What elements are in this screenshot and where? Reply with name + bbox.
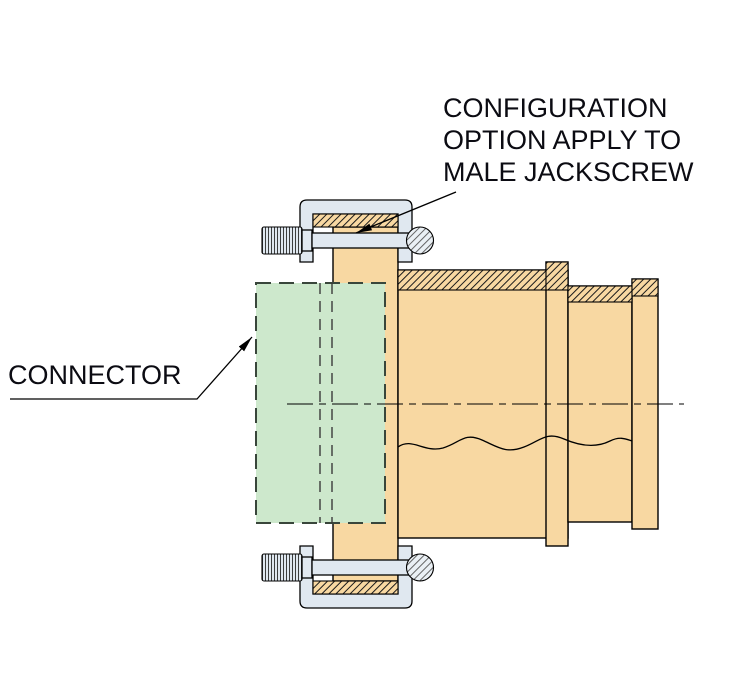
jackscrew-shaft-bottom: [311, 559, 411, 576]
jackscrew-shaft-top: [311, 232, 411, 249]
connector-label: CONNECTOR: [8, 360, 182, 390]
jackscrew-nut-bottom: [405, 553, 435, 582]
jackscrew-knurled-head-bottom: [261, 553, 303, 582]
section-hatch-ridge: [545, 261, 569, 291]
jackscrew-washer-top: [301, 229, 313, 252]
clamp-bracket-top: [299, 199, 413, 263]
jackscrew-knurled-head-top: [261, 226, 303, 255]
section-hatch-rim: [631, 278, 659, 297]
leader-configuration-note: [355, 191, 457, 234]
configuration-note-line2: OPTION APPLY TO: [443, 125, 681, 155]
section-hatch-main-wall: [397, 269, 547, 291]
leader-connector: [10, 336, 253, 400]
break-line: [397, 435, 633, 451]
clamp-bracket-bottom: [299, 545, 413, 609]
configuration-note-line1: CONFIGURATION: [443, 93, 668, 123]
configuration-note-line3: MALE JACKSCREW: [443, 157, 694, 187]
clamped-flange-section-top: [312, 213, 399, 228]
clamped-flange-section-bottom: [312, 580, 399, 595]
section-hatch-neck-wall: [567, 285, 633, 303]
jackscrew-washer-bottom: [301, 556, 313, 579]
jackscrew-nut-top: [405, 226, 435, 255]
